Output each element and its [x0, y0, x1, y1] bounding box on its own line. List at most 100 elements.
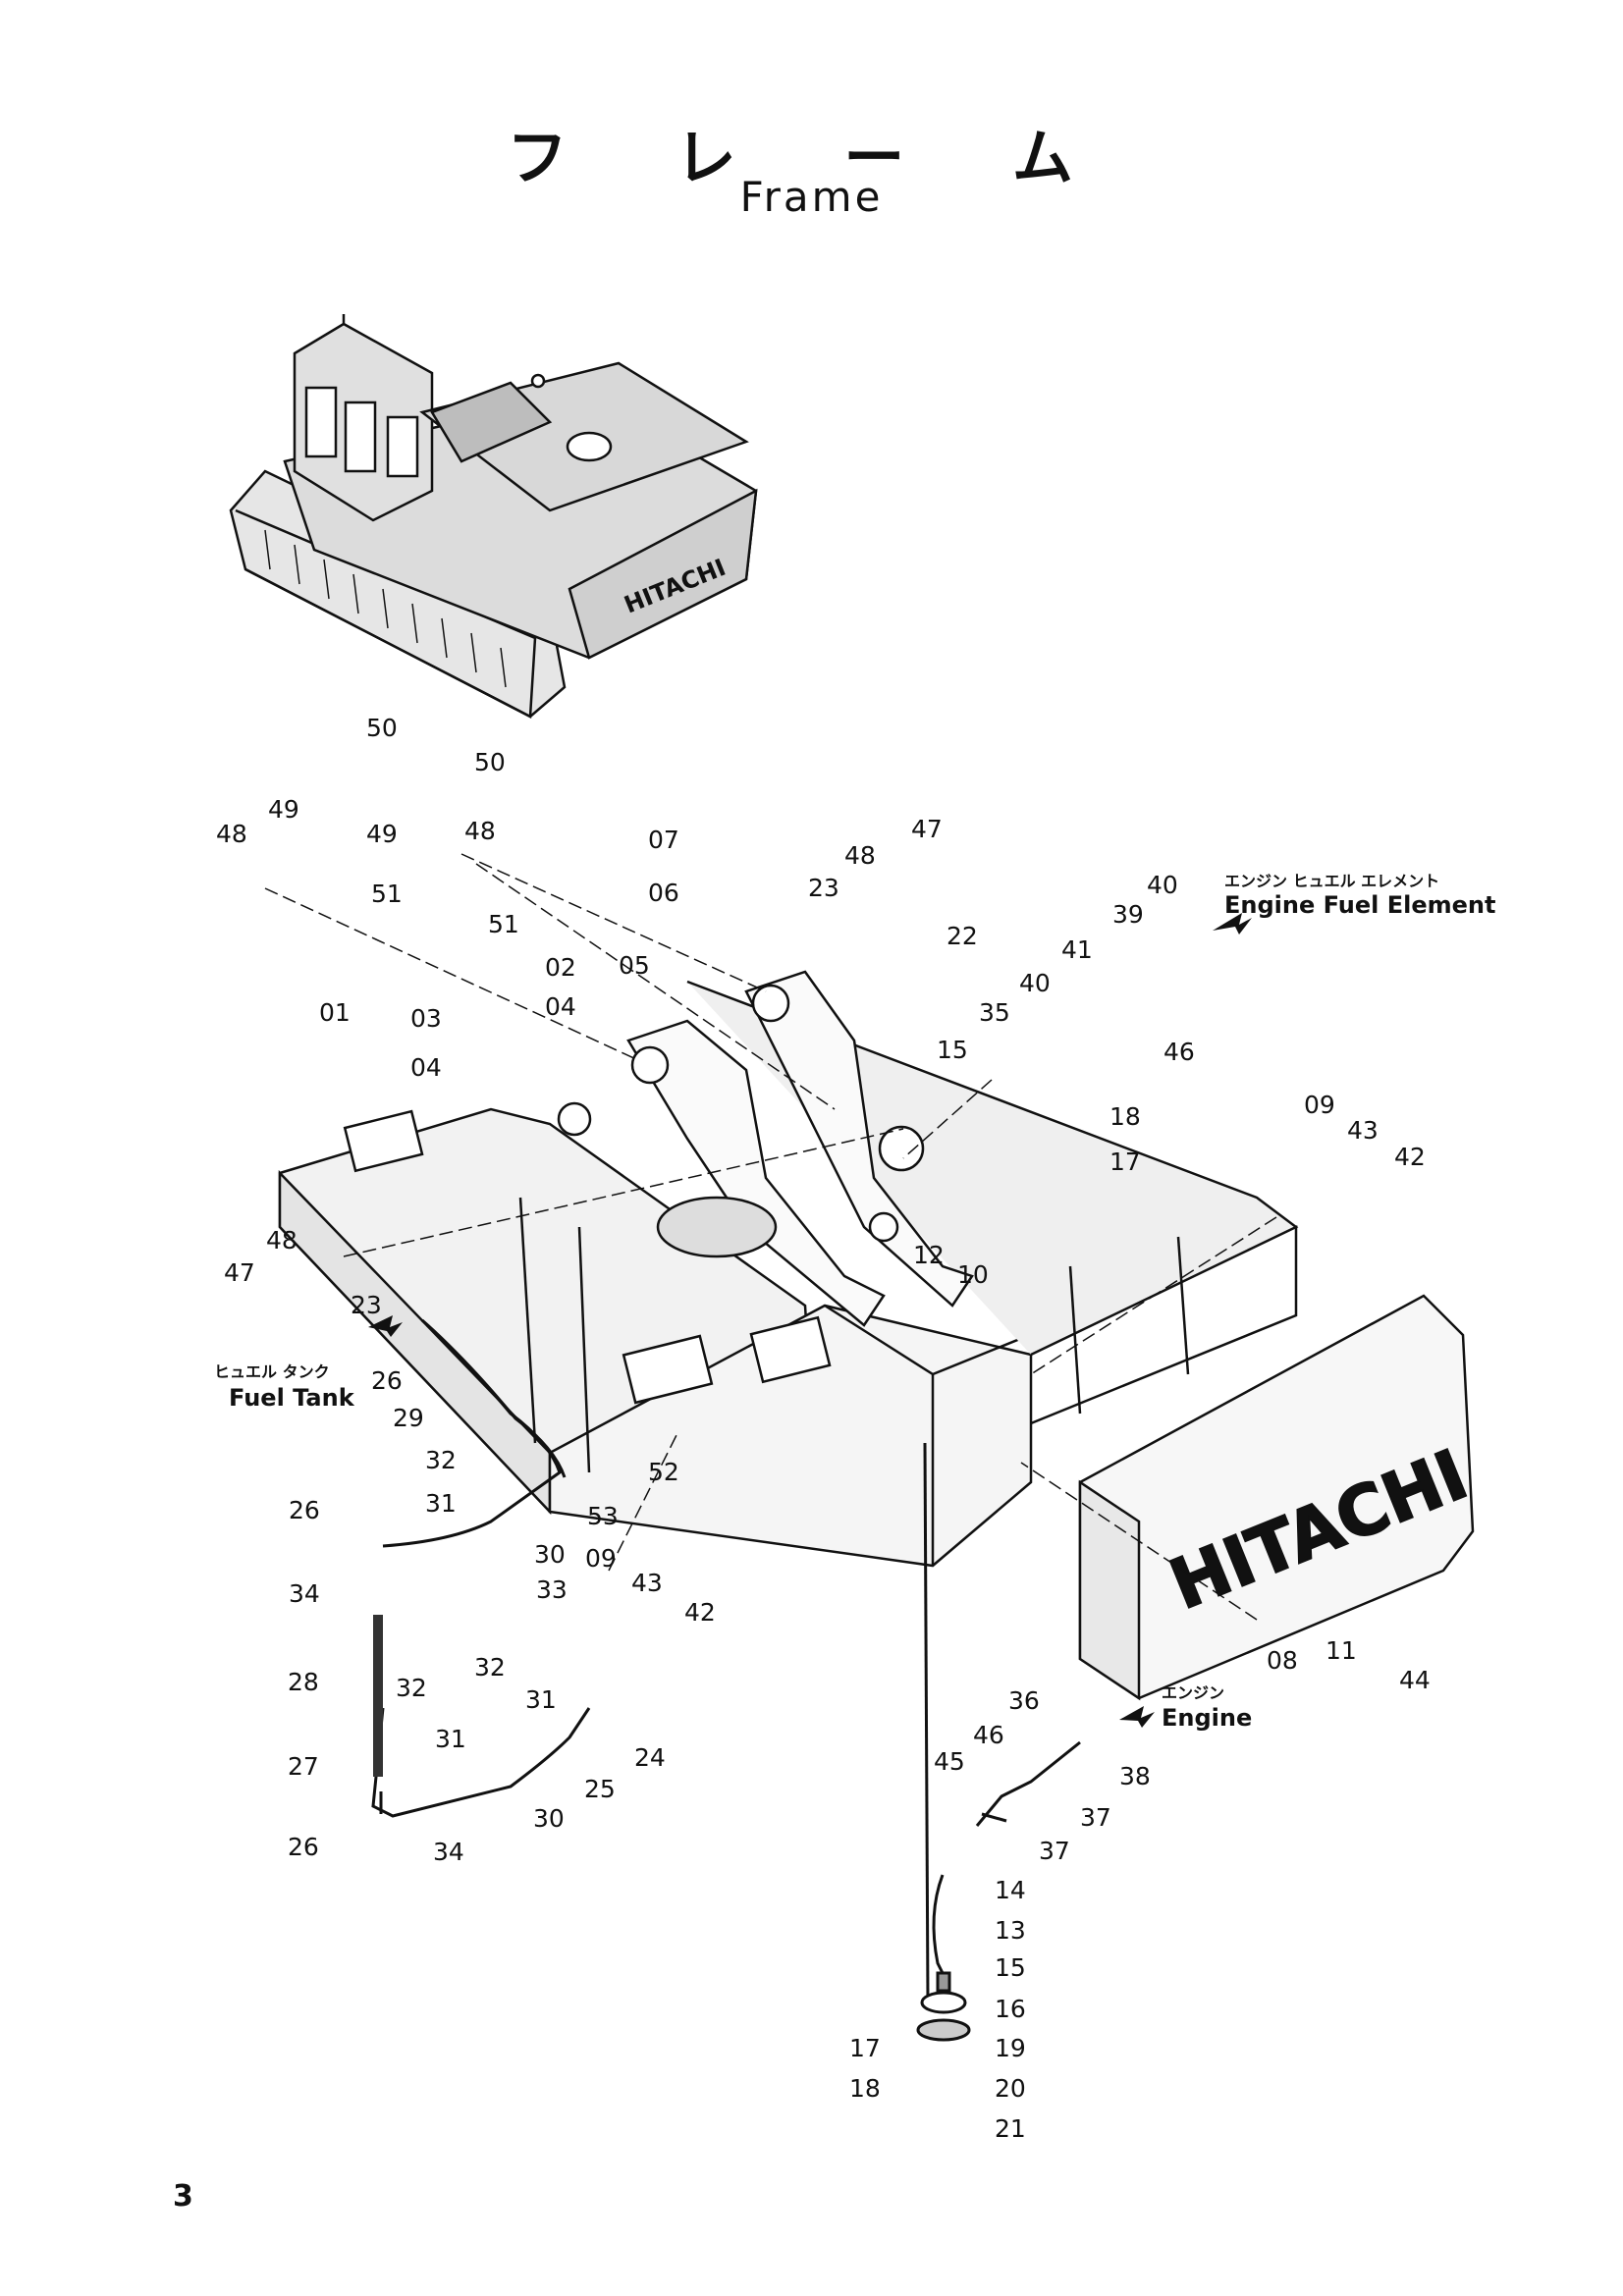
callout-label: 24 [634, 1743, 666, 1772]
callout-label: 45 [934, 1747, 965, 1776]
leader-lines [264, 853, 1277, 1621]
callout-label: 31 [435, 1725, 466, 1753]
callout-label: 11 [1325, 1636, 1357, 1665]
callout-label: 02 [545, 953, 576, 982]
callout-label: 51 [488, 910, 519, 938]
callout-label: 36 [1008, 1686, 1040, 1715]
callout-label: 17 [849, 2034, 881, 2062]
callout-label: 44 [1399, 1666, 1431, 1694]
callout-label: 39 [1112, 900, 1144, 929]
callout-label: 27 [288, 1752, 319, 1781]
callout-label: 49 [366, 820, 398, 848]
callout-label: 10 [957, 1260, 989, 1289]
callout-label: 01 [319, 998, 351, 1027]
callout-label: 31 [525, 1685, 557, 1714]
callout-label: 48 [216, 820, 247, 848]
note-en: Engine [1162, 1704, 1252, 1732]
callout-label: 15 [937, 1036, 968, 1064]
callout-label: 22 [947, 922, 978, 950]
callout-label: 26 [371, 1366, 403, 1395]
note-jp: エンジン [1162, 1683, 1224, 1702]
callout-label: 07 [648, 826, 679, 854]
callout-label: 04 [545, 992, 576, 1021]
callout-label: 26 [288, 1833, 319, 1861]
callout-label: 41 [1061, 935, 1093, 964]
callout-label: 26 [289, 1496, 320, 1524]
callout-label: 05 [619, 951, 650, 980]
callout-label: 42 [1394, 1143, 1426, 1171]
callout-label: 43 [1347, 1116, 1379, 1145]
callout-label: 19 [995, 2034, 1026, 2062]
callout-label: 52 [648, 1458, 679, 1486]
callout-label: 48 [844, 841, 876, 870]
fuel-piping-left [371, 1318, 591, 1818]
callout-label: 03 [410, 1004, 442, 1033]
callout-label: 40 [1019, 969, 1051, 997]
callout-label: 18 [1109, 1102, 1141, 1131]
note-en: Engine Fuel Element [1224, 891, 1496, 919]
callout-label: 23 [808, 874, 839, 902]
callout-label: 48 [266, 1226, 298, 1255]
callout-label: 33 [536, 1575, 568, 1604]
excavator-illustration [229, 314, 758, 719]
callout-label: 18 [849, 2074, 881, 2103]
callout-label: 12 [913, 1241, 945, 1269]
callout-label: 15 [995, 1953, 1026, 1982]
callout-label: 38 [1119, 1762, 1151, 1790]
callout-label: 51 [371, 880, 403, 908]
callout-label: 49 [268, 795, 299, 824]
page-number: 3 [173, 2179, 193, 2214]
callout-label: 32 [425, 1446, 457, 1474]
callout-label: 37 [1039, 1837, 1070, 1865]
callout-label: 40 [1147, 871, 1178, 899]
callout-label: 04 [410, 1053, 442, 1082]
page-title-english: Frame [739, 173, 884, 221]
callout-label: 53 [587, 1502, 619, 1530]
callout-label: 32 [474, 1653, 506, 1682]
callout-label: 30 [534, 1540, 566, 1569]
callout-label: 34 [433, 1838, 464, 1866]
callout-label: 06 [648, 879, 679, 907]
callout-label: 34 [289, 1579, 320, 1608]
callout-label: 47 [224, 1258, 255, 1287]
fuel-element-piping [916, 1442, 1081, 2042]
callout-label: 21 [995, 2114, 1026, 2143]
note-engine-fuel-element: エンジン ヒュエル エレメント Engine Fuel Element [1213, 872, 1496, 934]
page-title-japanese: フ レ ー ム [507, 122, 1116, 193]
callout-label: 31 [425, 1489, 457, 1518]
callout-label: 48 [464, 817, 496, 845]
callout-label: 42 [684, 1598, 716, 1627]
note-jp: エンジン ヒュエル エレメント [1224, 872, 1439, 890]
callout-label: 50 [366, 714, 398, 742]
note-engine: エンジン Engine [1119, 1683, 1252, 1732]
callout-label: 35 [979, 998, 1010, 1027]
note-en: Fuel Tank [229, 1384, 355, 1412]
arrow-icon [368, 1315, 403, 1337]
main-frame [278, 970, 1299, 1568]
callout-label: 20 [995, 2074, 1026, 2103]
arrow-icon [1119, 1706, 1155, 1728]
callout-label: 16 [995, 1995, 1026, 2023]
callout-label: 29 [393, 1404, 424, 1432]
callout-label: 43 [631, 1569, 663, 1597]
callout-label: 25 [584, 1775, 616, 1803]
callout-label: 37 [1080, 1803, 1111, 1832]
callout-label: 17 [1109, 1148, 1141, 1176]
note-fuel-tank: ヒュエル タンク Fuel Tank [214, 1315, 403, 1412]
callout-label: 09 [1304, 1091, 1335, 1119]
callout-label: 13 [995, 1916, 1026, 1945]
callout-label: 46 [1163, 1038, 1195, 1066]
callout-label: 14 [995, 1876, 1026, 1904]
callout-label: 09 [585, 1544, 617, 1573]
callout-label: 28 [288, 1668, 319, 1696]
callout-label: 23 [351, 1291, 382, 1319]
callout-label: 46 [973, 1721, 1004, 1749]
callout-label: 30 [533, 1804, 565, 1833]
callout-label: 08 [1267, 1646, 1298, 1675]
callout-label: 32 [396, 1674, 427, 1702]
callout-label: 47 [911, 815, 943, 843]
note-jp: ヒュエル タンク [214, 1362, 330, 1381]
callout-label: 50 [474, 748, 506, 776]
part-callouts: 50 50 49 48 49 48 51 51 07 06 47 48 23 2… [216, 714, 1431, 2143]
